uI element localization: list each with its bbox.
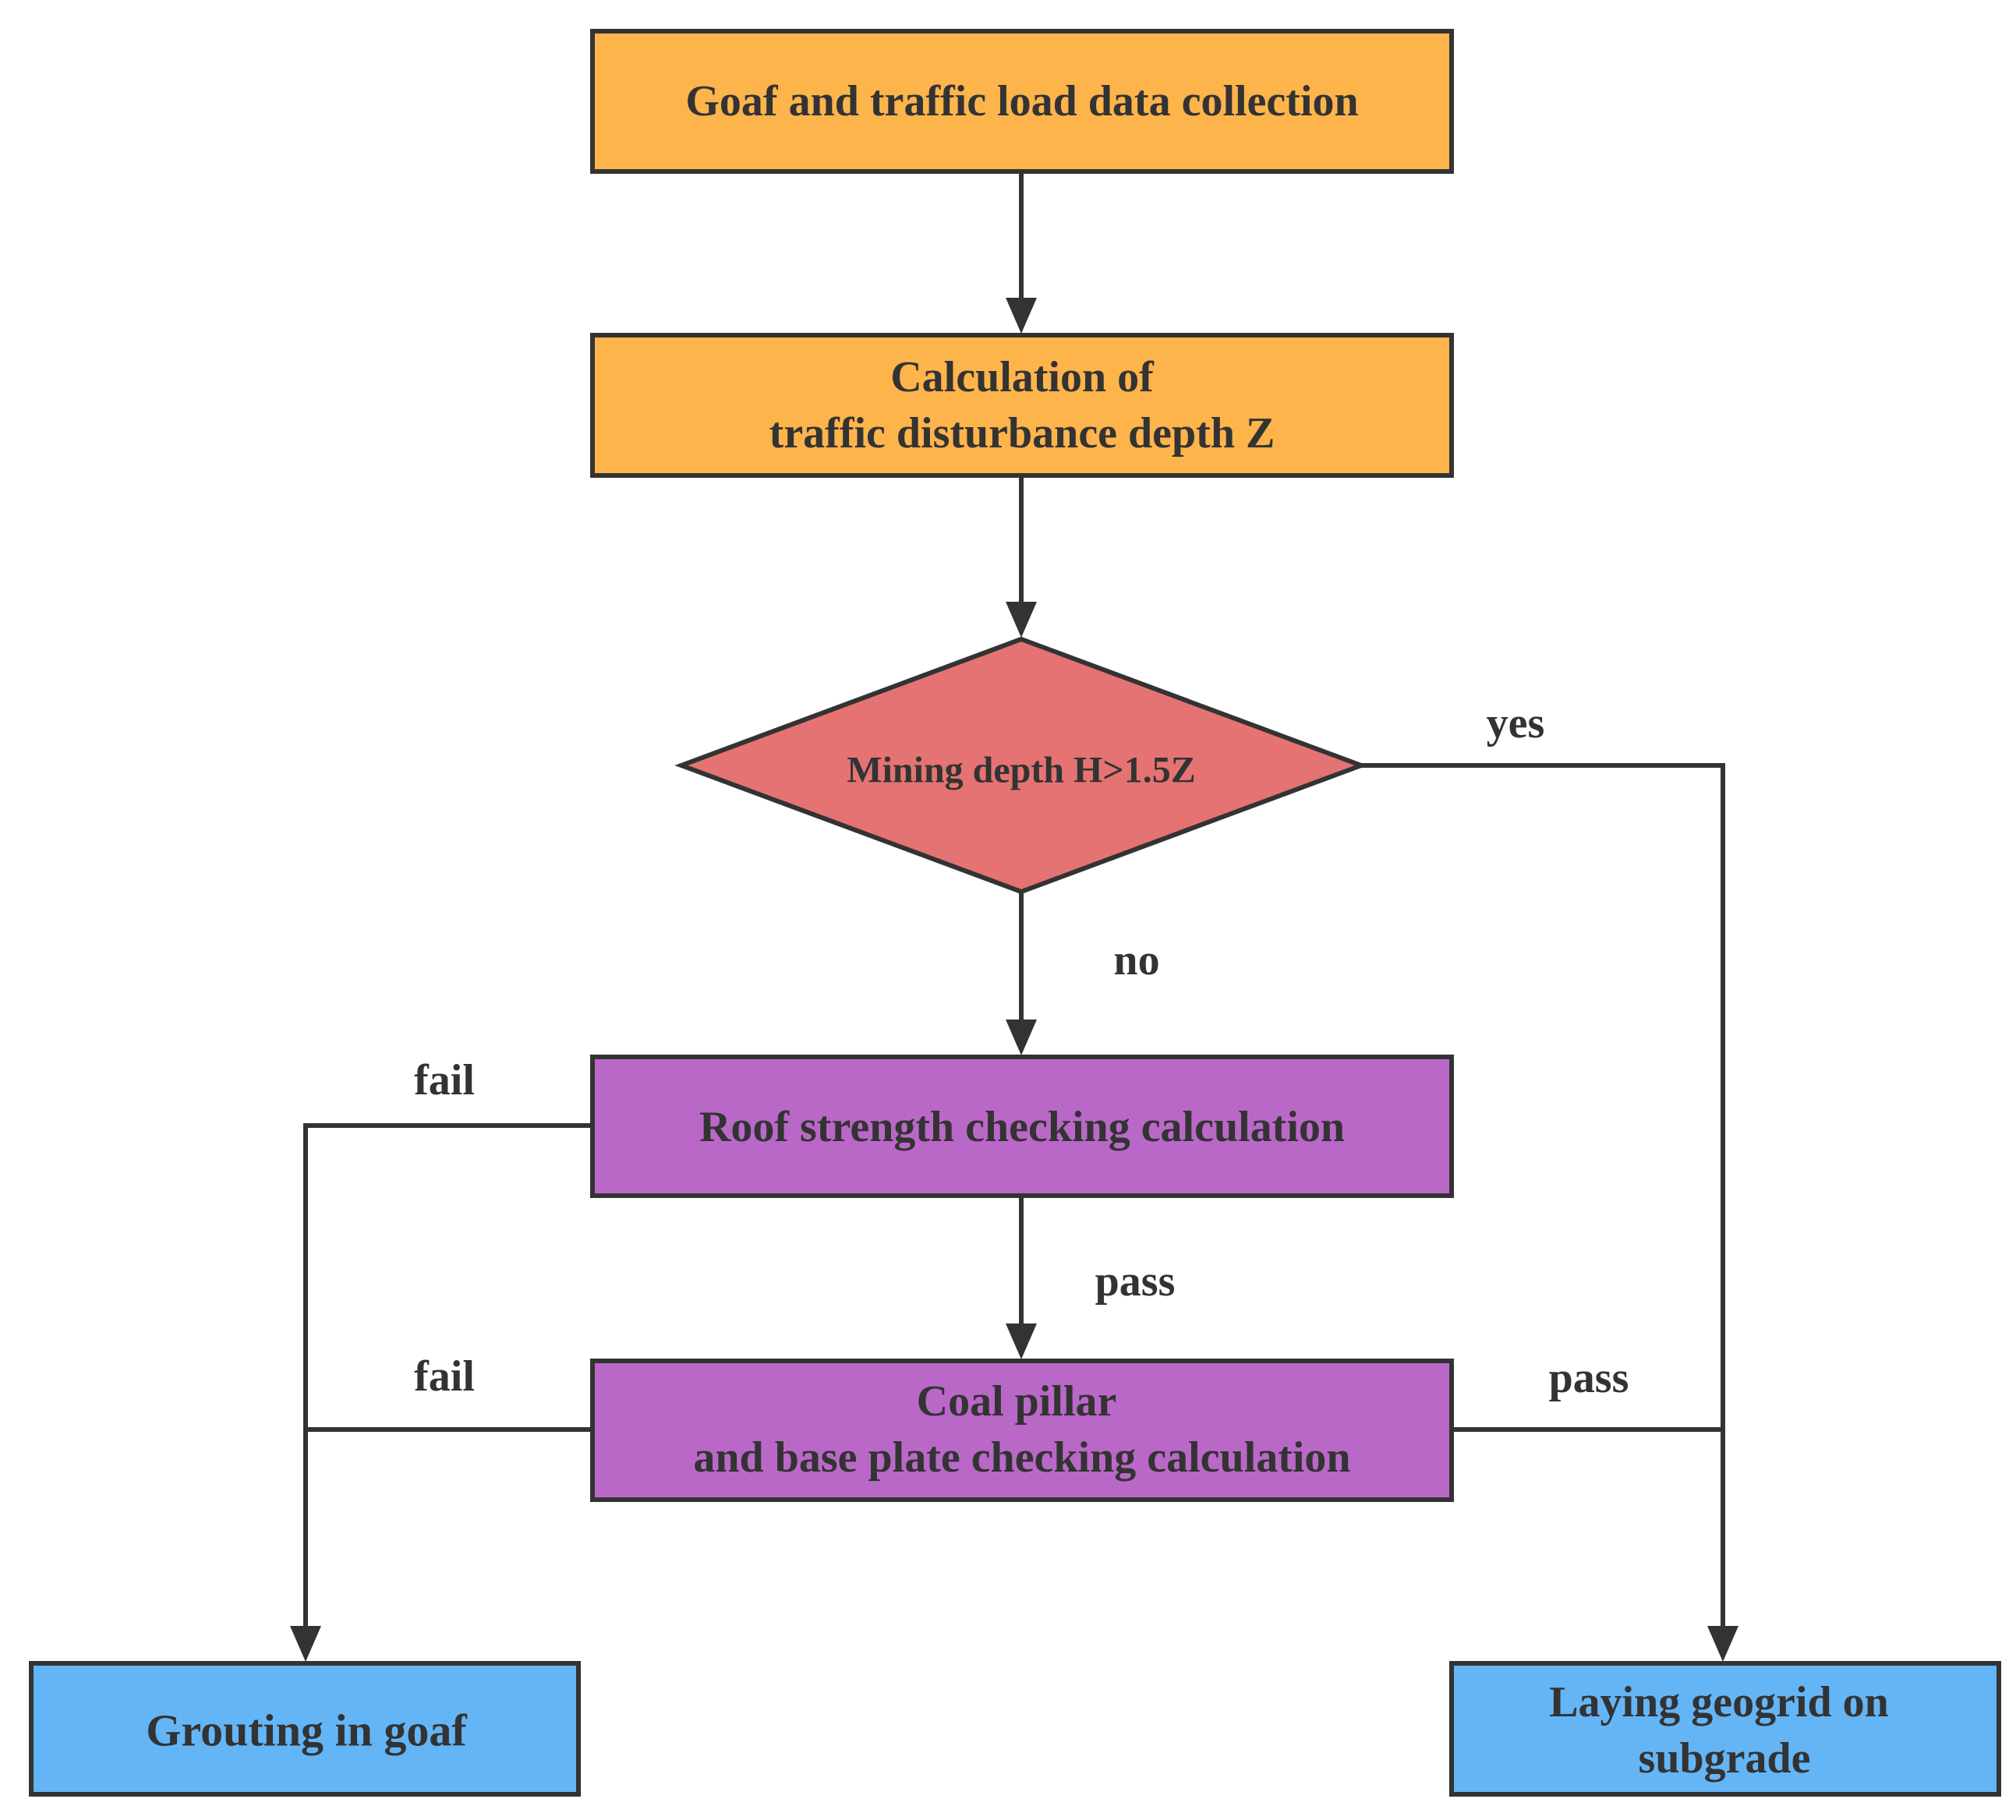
arrowhead-roof xyxy=(1006,1020,1037,1055)
edge-labels: yes no fail pass fail pass xyxy=(414,699,1629,1402)
data-collection-label: Goaf and traffic load data collection xyxy=(685,77,1358,125)
node-decision: Mining depth H>1.5Z xyxy=(674,636,1368,895)
disturbance-depth-label-line-2: traffic disturbance depth Z xyxy=(769,409,1275,458)
arrowhead-geogrid xyxy=(1707,1626,1738,1662)
edge-roof-fail xyxy=(303,1123,592,1626)
geogrid-label-line-1: Laying geogrid on xyxy=(1549,1678,1889,1726)
arrowhead-calc xyxy=(1006,298,1037,334)
disturbance-depth-label-line-1: Calculation of xyxy=(890,353,1155,401)
geogrid-box xyxy=(1449,1661,2001,1797)
coal-pillar-box xyxy=(590,1359,1454,1502)
node-grouting: Grouting in goaf xyxy=(29,1661,581,1797)
pillar-pass-label: pass xyxy=(1549,1354,1629,1402)
arrowhead-decision xyxy=(1006,602,1037,638)
mining-depth-decision-label: Mining depth H>1.5Z xyxy=(847,750,1195,791)
grouting-box xyxy=(29,1661,581,1797)
geogrid-label-line-2: subgrade xyxy=(1639,1734,1811,1783)
node-roof: Roof strength checking calculation xyxy=(590,1055,1454,1198)
edge-decision-yes xyxy=(1361,763,1725,1626)
connectors xyxy=(290,171,1738,1662)
data-collection-box xyxy=(590,29,1454,174)
coal-pillar-label-line-2: and base plate checking calculation xyxy=(693,1433,1350,1482)
node-geogrid: Laying geogrid on subgrade xyxy=(1449,1661,2001,1797)
grouting-label: Grouting in goaf xyxy=(146,1705,467,1756)
arrowhead-grouting xyxy=(290,1626,321,1662)
coal-pillar-label-line-1: Coal pillar xyxy=(917,1377,1117,1426)
yes-label: yes xyxy=(1487,699,1545,747)
pillar-fail-label: fail xyxy=(414,1352,475,1401)
roof-fail-label: fail xyxy=(414,1056,475,1104)
roof-pass-label: pass xyxy=(1095,1257,1176,1306)
no-label: no xyxy=(1113,936,1159,984)
node-calc-z: Calculation of traffic disturbance depth… xyxy=(590,333,1454,478)
node-collect: Goaf and traffic load data collection xyxy=(590,29,1454,174)
roof-strength-box xyxy=(590,1055,1454,1198)
node-pillar: Coal pillar and base plate checking calc… xyxy=(590,1359,1454,1502)
arrowhead-pillar xyxy=(1006,1323,1037,1359)
mining-depth-decision-diamond xyxy=(674,636,1368,895)
disturbance-depth-box xyxy=(590,333,1454,478)
roof-strength-label: Roof strength checking calculation xyxy=(699,1103,1345,1151)
